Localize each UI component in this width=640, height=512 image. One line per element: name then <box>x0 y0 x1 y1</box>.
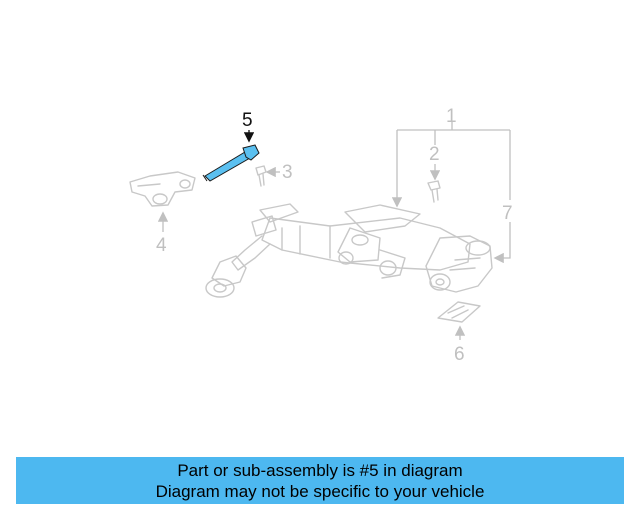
lock-housing-icon <box>425 235 493 293</box>
callout-6[interactable]: 6 <box>454 325 466 365</box>
svg-text:5: 5 <box>242 110 253 131</box>
info-banner: Part or sub-assembly is #5 in diagram Di… <box>16 457 624 504</box>
bolt-icon <box>427 180 441 203</box>
callout-3[interactable]: 3 <box>265 162 293 183</box>
bolt-icon <box>255 165 267 187</box>
callout-5[interactable]: 5 <box>242 110 255 143</box>
callout-4[interactable]: 4 <box>156 211 169 256</box>
plate-icon <box>437 301 481 323</box>
bracket-icon <box>129 171 196 207</box>
svg-text:6: 6 <box>454 344 465 365</box>
long-bolt-icon[interactable] <box>202 144 260 182</box>
svg-text:3: 3 <box>282 162 293 183</box>
svg-text:1: 1 <box>446 106 457 127</box>
svg-text:2: 2 <box>429 144 440 165</box>
banner-line-part: Part or sub-assembly is #5 in diagram <box>177 461 463 480</box>
callout-1[interactable]: 1 <box>391 106 511 208</box>
callout-7[interactable]: 7 <box>493 203 513 264</box>
banner-line-disclaimer: Diagram may not be specific to your vehi… <box>155 482 485 501</box>
svg-text:7: 7 <box>502 203 513 224</box>
steering-column-icon <box>205 203 471 298</box>
parts-diagram: 1 2 7 3 4 6 5 <box>129 106 513 365</box>
callout-2[interactable]: 2 <box>429 130 441 181</box>
svg-text:4: 4 <box>156 235 167 256</box>
